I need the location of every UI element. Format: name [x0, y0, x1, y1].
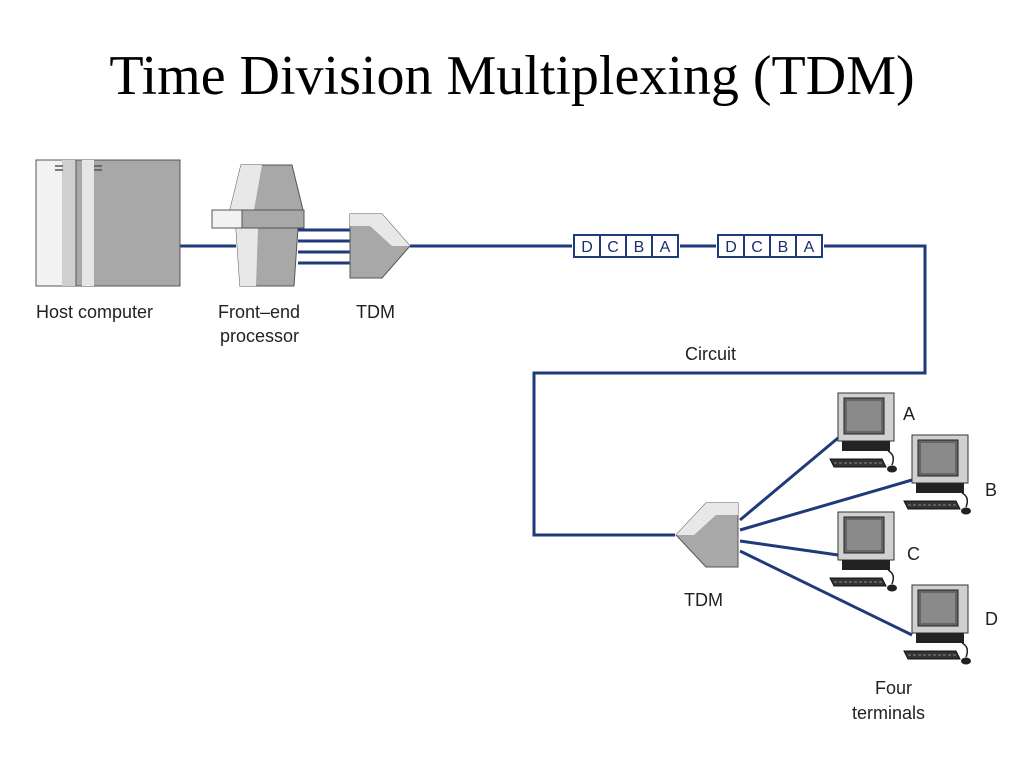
frame-cell-label: C — [607, 239, 619, 256]
frame-cell — [795, 234, 823, 258]
connection-lines — [180, 228, 927, 637]
terminal-link-c — [739, 539, 839, 557]
tdm-left-icon — [349, 213, 411, 279]
terminal-link-d — [739, 549, 913, 637]
tdm-left-label: TDM — [356, 302, 395, 322]
frame-cell-label: A — [660, 239, 671, 256]
terminal-link-a — [739, 436, 839, 522]
terminal-label: D — [985, 609, 998, 629]
frame-cell-label: A — [804, 239, 815, 256]
front-end-label-line1: Front–end — [218, 302, 300, 322]
frame-cell-label: B — [778, 239, 789, 256]
terminal-icons: A B C D — [829, 392, 998, 665]
terminal-label: B — [985, 480, 997, 500]
terminal-icon — [903, 434, 971, 515]
frame-cell-label: C — [751, 239, 763, 256]
frame-cell-label: D — [725, 239, 737, 256]
slide-title: Time Division Multiplexing (TDM) — [109, 45, 915, 107]
terminal-icon — [829, 511, 897, 592]
frame-cell-label: B — [634, 239, 645, 256]
four-terminals-label-line1: Four — [875, 678, 912, 698]
terminal-label: C — [907, 544, 920, 564]
frame-cell — [651, 234, 679, 258]
terminal-label: A — [903, 404, 915, 424]
frame-cell-label: D — [581, 239, 593, 256]
tdm-right-label: TDM — [684, 590, 723, 610]
circuit-label: Circuit — [685, 344, 736, 364]
host-computer-icon — [35, 159, 181, 287]
host-computer-label: Host computer — [36, 302, 153, 322]
terminal-icon — [829, 392, 897, 473]
tdm-right-icon — [675, 502, 739, 568]
front-end-label-line2: processor — [220, 326, 299, 346]
terminal-icon — [903, 584, 971, 665]
four-terminals-label-line2: terminals — [852, 703, 925, 723]
terminal-link-b — [739, 478, 913, 532]
front-end-processor-icon — [211, 164, 305, 287]
circuit-line — [410, 244, 927, 537]
